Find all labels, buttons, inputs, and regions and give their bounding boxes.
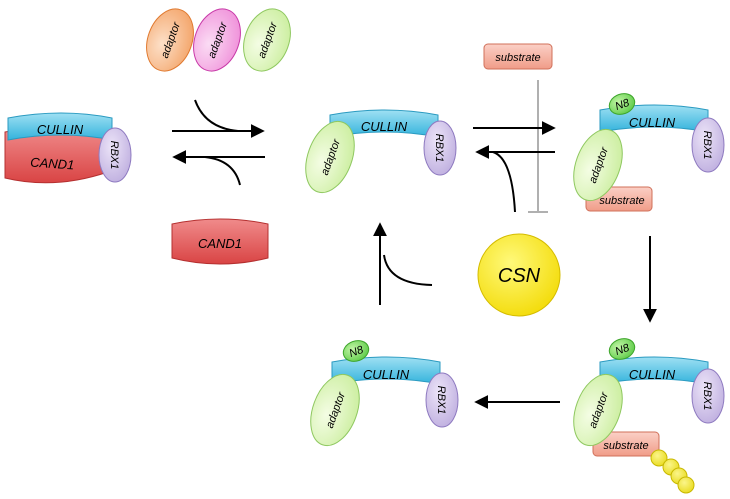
cand1-entry-curve — [204, 156, 241, 186]
free-adaptor-orange: adaptor — [146, 8, 194, 72]
n8-bottom-center: N8 — [342, 340, 370, 362]
rbx1-label: RBX1 — [701, 382, 713, 411]
rbx1-bottom-right: RBX1 — [691, 368, 725, 424]
cullin-label: CULLIN — [361, 119, 408, 134]
free-substrate: substrate — [483, 43, 553, 70]
ubiquitin-4 — [677, 476, 695, 494]
cullin-label: CULLIN — [363, 367, 410, 382]
adaptor-bottom-center: adaptor — [310, 373, 360, 447]
rbx1-center: RBX1 — [423, 120, 457, 176]
deneddylation-arrows — [373, 222, 433, 305]
rbx1-label: RBX1 — [433, 134, 445, 163]
free-adaptor-green: adaptor — [243, 8, 291, 72]
crl-ubiquitinated-substrate: CULLIN N8 RBX1 substrate adaptor — [573, 338, 725, 494]
adaptor-bottom-right: adaptor — [573, 373, 623, 447]
rbx1-left: RBX1 — [98, 127, 132, 183]
csn-label: CSN — [498, 265, 541, 287]
substrate-label: substrate — [495, 52, 540, 64]
cullin-label: CULLIN — [629, 367, 676, 382]
n8-right: N8 — [608, 93, 636, 115]
rbx1-right: RBX1 — [691, 117, 725, 173]
substrate-binding-arrows — [473, 80, 556, 213]
n8-label: N8 — [614, 342, 632, 358]
rbx1-bottom-center: RBX1 — [425, 372, 459, 428]
free-adaptor-pink: adaptor — [193, 8, 241, 72]
crl-neddylated: CULLIN N8 RBX1 adaptor — [310, 340, 459, 447]
csn-deneddylation-curve — [492, 151, 516, 213]
cullin-label: CULLIN — [37, 122, 84, 137]
free-cand1: CAND1 — [171, 218, 269, 265]
n8-label: N8 — [614, 97, 632, 113]
cand1-label: CAND1 — [198, 236, 242, 251]
n8-label: N8 — [348, 344, 366, 360]
substrate-label: substrate — [603, 440, 648, 452]
adaptor-right: adaptor — [573, 128, 623, 202]
csn-complex: CSN — [477, 233, 561, 317]
crl-complex-center: CULLIN RBX1 adaptor — [305, 109, 457, 194]
csn-action-curve — [383, 254, 433, 286]
cand1-label: CAND1 — [30, 154, 75, 172]
ubiquitin-1 — [650, 449, 668, 467]
substrate-label: substrate — [599, 195, 644, 207]
adaptor-entry-curve — [194, 99, 239, 132]
n8-bottom-right: N8 — [608, 338, 636, 360]
adaptor-center: adaptor — [305, 120, 355, 194]
rbx1-label: RBX1 — [701, 131, 713, 160]
exchange-arrows — [172, 99, 265, 186]
rbx1-label: RBX1 — [435, 386, 447, 415]
ubiquitin-chain — [650, 449, 695, 494]
cullin-label: CULLIN — [629, 115, 676, 130]
crl-neddylated-substrate: CULLIN N8 RBX1 substrate adaptor — [573, 93, 725, 212]
rbx1-label: RBX1 — [108, 141, 120, 170]
cand1-cullin-complex: CULLIN CAND1 RBX1 — [4, 112, 132, 184]
